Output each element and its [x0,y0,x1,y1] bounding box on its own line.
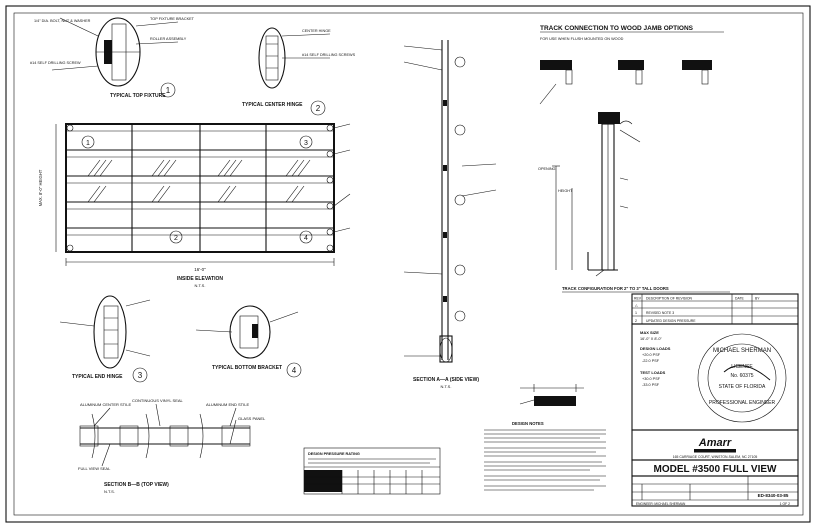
revision-block: REV DESCRIPTION OF REVISION DATE BY △ 1 … [631,293,799,325]
track-title: TRACK CONNECTION TO WOOD JAMB OPTIONS [540,25,694,32]
brand-logo: Amarr [698,437,732,449]
seal-number: No. 60375 [730,373,753,379]
svg-text:3: 3 [304,140,308,147]
top-fixture-title: TYPICAL TOP FIXTURE [110,93,166,99]
seal-profession: PROFESSIONAL ENGINEER [709,400,776,406]
section-bb: ALUMINUM CENTER STILE CONTINUOUS VINYL S… [78,398,266,494]
svg-text:TOP FIXTURE BRACKET: TOP FIXTURE BRACKET [150,17,195,21]
loads-size: 16'-0" X 8'-0" [640,337,663,341]
svg-text:#14 SELF DRILLING SCREW: #14 SELF DRILLING SCREW [30,61,81,65]
track-bottom-caption: TRACK CONFIGURATION FOR 2" TO 3" TALL DO… [562,286,669,291]
seal-name: MICHAEL SHERMAN [713,348,771,354]
bottom-bracket-detail: 4 TYPICAL BOTTOM BRACKET [195,305,302,378]
svg-text:1: 1 [86,140,90,147]
rev-header-date: DATE [735,297,745,301]
rev-row-2-desc: REVISED NOTE 3 [646,311,674,315]
notes-title: DESIGN NOTES [512,421,544,426]
svg-text:N.T.S.: N.T.S. [195,283,206,288]
loads-block: MAX SIZE 16'-0" X 8'-0" DESIGN LOADS +20… [631,323,799,431]
sheet-number: 1 OF 2 [780,502,790,506]
loads-title: MAX SIZE [640,330,659,335]
svg-text:4: 4 [304,235,308,242]
bb-label-right: ALUMINUM END STILE [206,402,249,407]
svg-text:ROLLER ASSEMBLY: ROLLER ASSEMBLY [150,37,187,41]
company-address: 165 CARRIAGE COURT, WINSTON-SALEM, NC 27… [673,455,758,459]
seal-state: STATE OF FLORIDA [719,384,766,390]
engineer-footer: ENGINEER: MICHAEL SHERMAN [636,502,686,506]
pressure-table-title: DESIGN PRESSURE RATING [308,452,360,456]
bottom-bracket-title: TYPICAL BOTTOM BRACKET [212,365,282,371]
center-hinge-detail: CENTER HINGE #14 SELF DRILLING SCREWS 2 … [242,27,356,116]
svg-text:4: 4 [292,366,297,375]
rev-header-by: BY [755,297,760,301]
elevation-width: 16'-0" [194,267,206,272]
seal-license: LICENSE [731,364,753,370]
test-loads-label: TEST LOADS [640,370,666,375]
elevation-height: MAX. 8'-0" HEIGHT [38,169,43,206]
section-bb-title: SECTION B—B (TOP VIEW) [104,482,169,488]
rev-row-2-no: 1 [635,311,637,315]
end-hinge-title: TYPICAL END HINGE [72,374,123,380]
svg-text:N.T.S.: N.T.S. [104,489,115,494]
drawing-number: ED-8340-03-85 [758,493,789,498]
top-fixture-detail: 1/4" DIA. BOLT, NUT & WASHER TOP FIXTURE… [30,17,195,99]
model-title: MODEL #3500 FULL VIEW [654,464,778,475]
svg-text:N.T.S.: N.T.S. [441,384,452,389]
brand-tagline: GARAGE DOORS [703,449,726,453]
track-connection: TRACK CONNECTION TO WOOD JAMB OPTIONS FO… [538,25,730,293]
sheet-border-inner [13,12,804,516]
svg-text:2: 2 [174,235,178,242]
pressure-table: DESIGN PRESSURE RATING [303,447,441,495]
svg-text:CENTER HINGE: CENTER HINGE [302,29,331,33]
design-loads-label: DESIGN LOADS [640,346,671,351]
inside-elevation-title: INSIDE ELEVATION [177,276,223,282]
test-negative: -33.0 PSF [642,383,660,387]
title-block: Amarr GARAGE DOORS 165 CARRIAGE COURT, W… [631,429,799,507]
svg-text:#14 SELF DRILLING SCREWS: #14 SELF DRILLING SCREWS [302,53,356,57]
section-aa-title: SECTION A—A (SIDE VIEW) [413,377,479,383]
jamb-anchor-detail [519,384,584,406]
bb-label-glass: GLASS PANEL [238,416,266,421]
section-aa: SECTION A—A (SIDE VIEW) N.T.S. [403,40,497,389]
bb-label-left: ALUMINUM CENTER STILE [80,402,131,407]
rev-row-3-no: 2 [635,319,637,323]
rev-row-1-no: △ [635,304,639,308]
track-subtitle: FOR USE WHEN FLUSH MOUNTED ON WOOD [540,37,624,41]
rev-header-desc: DESCRIPTION OF REVISION [646,297,693,301]
track-height-label: HEIGHT [558,189,573,193]
svg-text:3: 3 [138,371,143,380]
track-opening-label: OPENING [538,167,556,171]
bb-label-seal: FULL VIEW SEAL [78,466,111,471]
design-notes: DESIGN NOTES [484,421,606,491]
test-positive: +30.0 PSF [642,377,661,381]
top-fixture-number: 1 [166,86,171,95]
bb-label-mid: CONTINUOUS VINYL SEAL [132,398,184,403]
rev-row-3-desc: UPDATED DESIGN PRESSURE [646,319,696,323]
center-hinge-number: 2 [316,104,321,113]
engineer-seal: MICHAEL SHERMAN LICENSE No. 60375 STATE … [697,333,787,423]
center-hinge-title: TYPICAL CENTER HINGE [242,102,303,108]
rev-header-rev: REV [634,297,642,301]
sheet-border-outer [5,5,811,523]
end-hinge-detail: 3 TYPICAL END HINGE [59,295,151,383]
design-positive: +20.0 PSF [642,353,661,357]
svg-text:1/4" DIA. BOLT, NUT & WASHER: 1/4" DIA. BOLT, NUT & WASHER [34,19,91,23]
inside-elevation: 1 3 2 4 16'-0" MAX. 8'-0" HEIGHT INSIDE … [38,123,351,288]
design-negative: -22.0 PSF [642,359,660,363]
